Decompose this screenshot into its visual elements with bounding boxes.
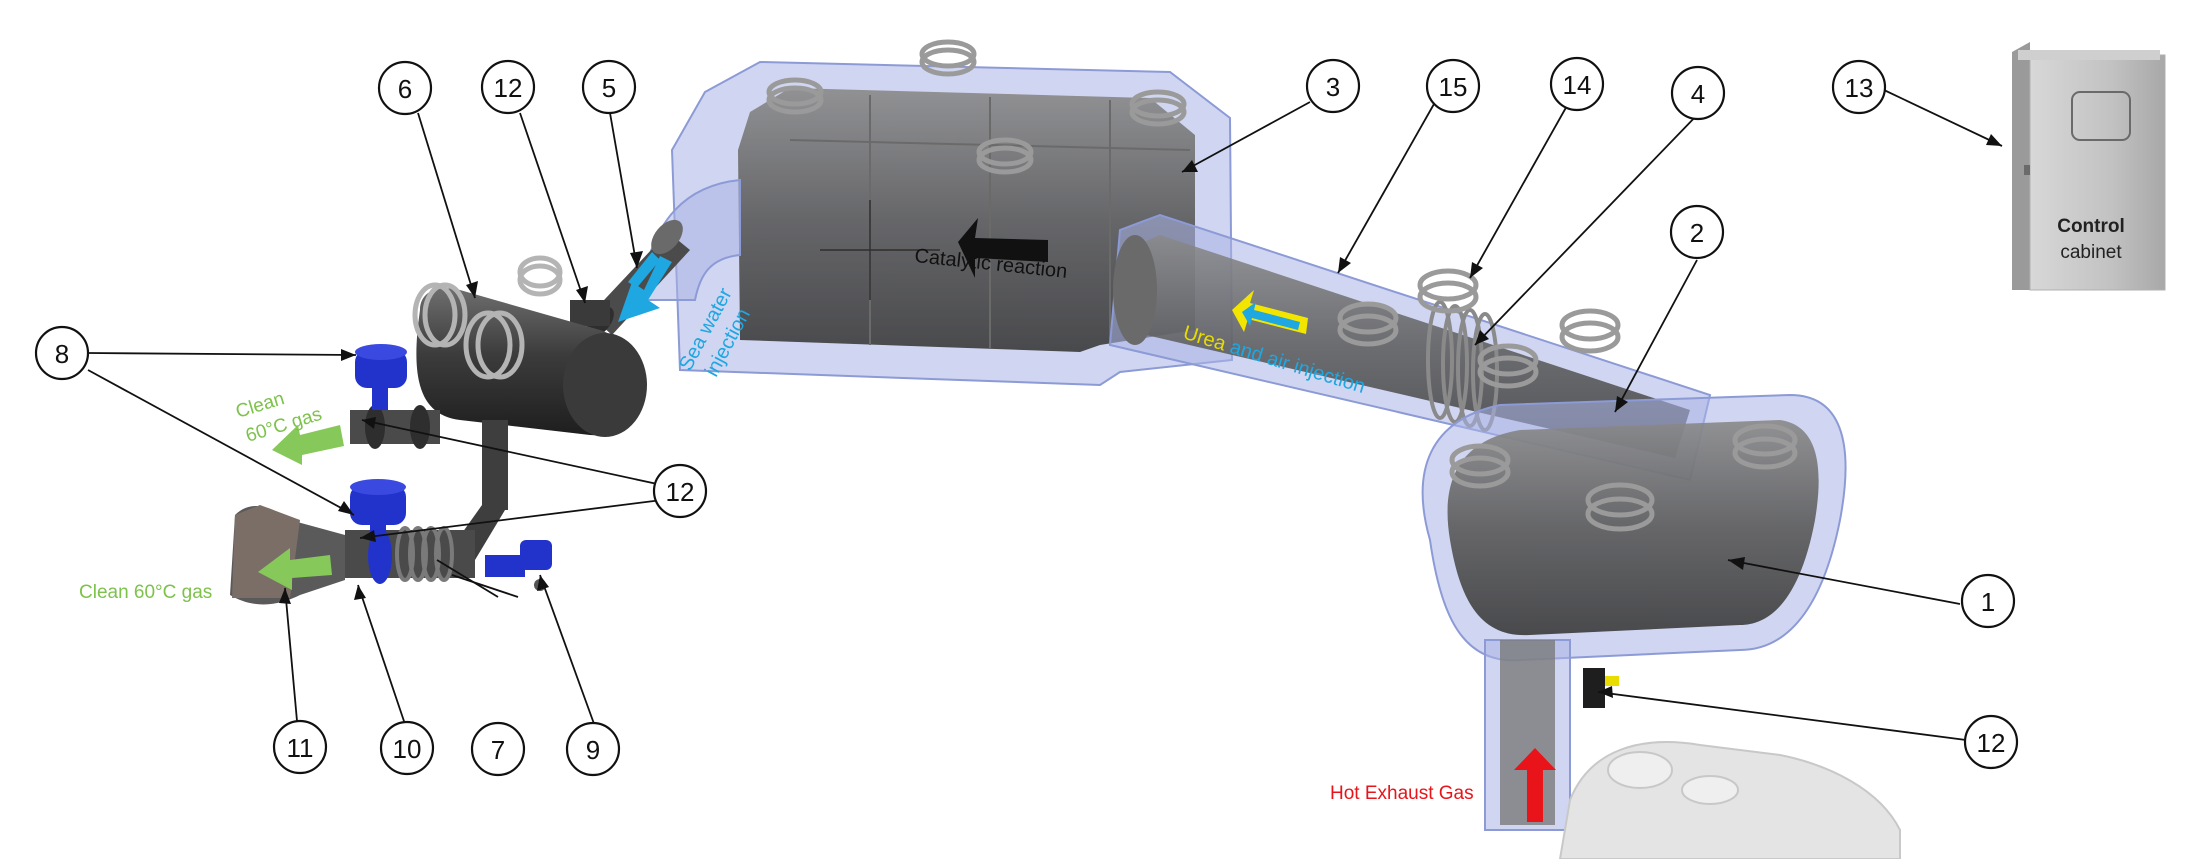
callout-2-number: 2 (1690, 218, 1704, 248)
callout-11: 11 (272, 719, 328, 775)
cylinder-coils (1449, 423, 1798, 532)
callout-6-number: 6 (398, 74, 412, 104)
callout-8: 8 (34, 325, 90, 381)
callout-12c-number: 12 (1977, 728, 2006, 758)
sea-water-flow-arrow (620, 252, 660, 318)
callout-12-right: 12 (1963, 714, 2019, 770)
catalytic-flow-arrow (958, 218, 1048, 278)
callout-10-number: 10 (393, 734, 422, 764)
callout-5-number: 5 (602, 73, 616, 103)
reactor-coils (766, 39, 1187, 175)
callout-8-number: 8 (55, 339, 69, 369)
cabinet-label-line1: Control (2057, 216, 2125, 237)
callout-1-number: 1 (1981, 587, 1995, 617)
leader-arrowheads (279, 134, 2002, 698)
callout-9-number: 9 (586, 735, 600, 765)
lower-valve (350, 479, 406, 539)
control-cabinet: Control cabinet (2012, 42, 2166, 291)
callout-10: 10 (379, 720, 435, 776)
clean-gas-bottom-arrow (258, 548, 332, 590)
callout-14-number: 14 (1563, 70, 1592, 100)
callout-1: 1 (1960, 573, 2016, 629)
callout-13-number: 13 (1845, 73, 1874, 103)
callout-13: 13 (1831, 59, 1887, 115)
urea-air-flow-arrow (1232, 290, 1308, 334)
callout-15-number: 15 (1439, 72, 1468, 102)
hot-exhaust-label: Hot Exhaust Gas (1330, 783, 1474, 804)
cabinet-label-line2: cabinet (2060, 242, 2122, 263)
reactor-housing (670, 60, 1234, 387)
callout-14: 14 (1549, 56, 1605, 112)
callout-7-number: 7 (491, 735, 505, 765)
exhaust-sensor (1583, 668, 1619, 708)
callout-9: 9 (565, 721, 621, 777)
callout-12-upper-left: 12 (480, 59, 536, 115)
engine (1558, 741, 1901, 859)
callout-4: 4 (1670, 65, 1726, 121)
callout-12a-number: 12 (494, 73, 523, 103)
side-valve (485, 540, 552, 591)
callout-15: 15 (1425, 58, 1481, 114)
callout-12-middle-left: 12 (652, 463, 708, 519)
callout-3: 3 (1305, 58, 1361, 114)
clean-gas-bottom-label: Clean 60°C gas (79, 582, 212, 603)
leader-lines (87, 89, 2003, 741)
callout-11-number: 11 (287, 733, 314, 763)
callout-3-number: 3 (1326, 72, 1340, 102)
upper-outlet (350, 405, 440, 449)
callout-2: 2 (1669, 204, 1725, 260)
upper-valve (355, 344, 407, 410)
separator-tank (412, 255, 647, 437)
hot-exhaust-arrow (1514, 748, 1556, 822)
sea-water-arrow-body (618, 256, 672, 322)
callout-4-number: 4 (1691, 79, 1705, 109)
callout-7: 7 (470, 721, 526, 777)
callout-5: 5 (581, 59, 637, 115)
callout-12b-number: 12 (666, 477, 695, 507)
duct-coils (1337, 268, 1621, 389)
callout-6: 6 (377, 60, 433, 116)
clean-gas-top-arrow (272, 425, 344, 465)
